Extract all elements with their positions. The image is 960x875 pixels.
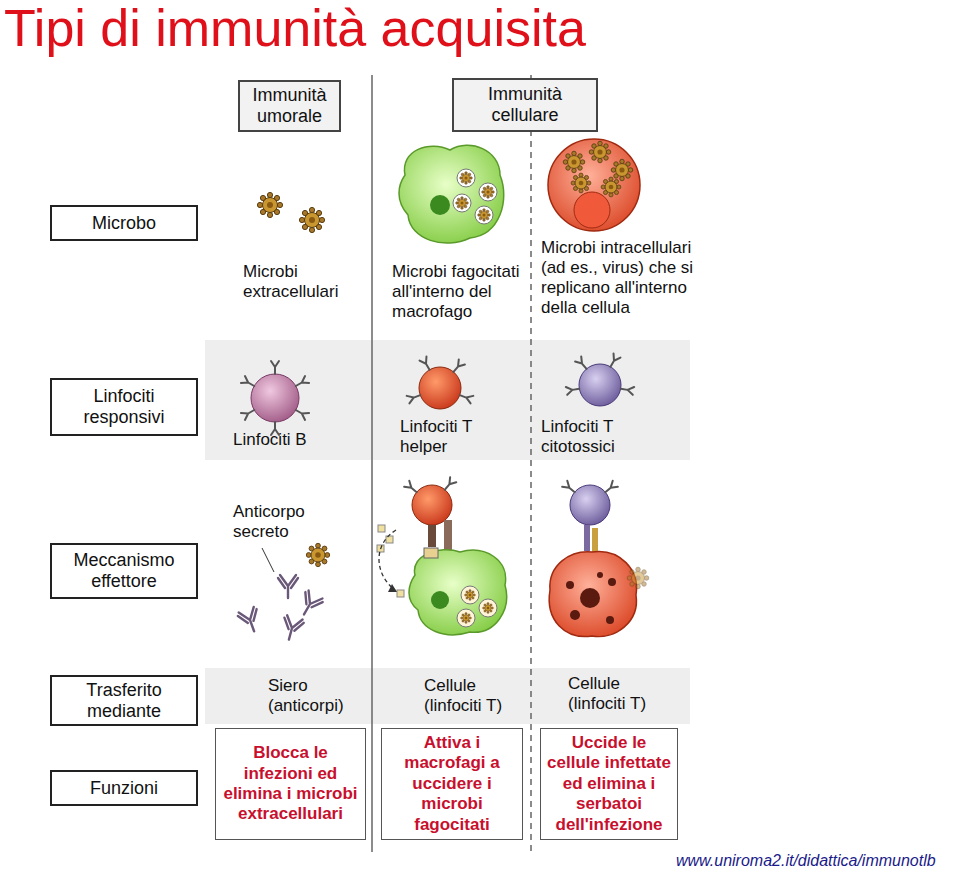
effector-caption: Anticorpo secreto [233,502,333,542]
node-text: Immunità cellulare [459,84,591,125]
column-header: Immunità cellulare [452,78,598,132]
microbe-caption: Microbi extracellulari [243,262,363,302]
function-box: Attiva i macrofagi a uccidere i microbi … [381,728,523,840]
cytotoxic-t-lymphocyte [566,354,634,406]
title: Tipi di immunità acquisita [4,0,586,57]
node-text: Linfociti responsivi [57,386,191,427]
column-header: Immunità umorale [238,80,341,132]
node-text: Funzioni [90,778,158,799]
cytotoxic-t-kills-infected-cell [549,481,649,637]
infected-cell [548,139,640,231]
transfer-caption: Cellule (linfociti T) [568,674,668,714]
node-text: Uccide le cellule infettate ed elimina i… [546,733,672,835]
macrophage [399,145,504,243]
row-label: Meccanismo effettore [50,543,198,599]
row-label: Linfociti responsivi [50,378,198,436]
antibodies [237,543,330,642]
extracellular-microbes [257,192,324,232]
transfer-caption: Siero (anticorpi) [268,676,363,716]
transfer-caption: Cellule (linfociti T) [424,676,524,716]
row-band [205,340,690,724]
node-text: Blocca le infezioni ed elimina i microbi… [221,743,360,825]
node-text: Meccanismo effettore [57,550,191,591]
helper-t-lymphocyte [407,357,474,409]
row-label: Funzioni [50,770,198,806]
microbe-caption: Microbi fagocitati all'interno del macro… [392,262,527,322]
function-box: Uccide le cellule infettate ed elimina i… [540,728,678,840]
microbe-caption: Microbi intracellulari (ad es., virus) c… [541,238,716,318]
row-label: Trasferito mediante [50,675,198,726]
node-text: Attiva i macrofagi a uccidere i microbi … [387,733,517,835]
cell-name: Linfociti B [233,430,353,450]
node-text: Microbo [92,213,156,234]
row-label: Microbo [50,205,198,241]
b-lymphocyte [241,361,309,435]
source-url: www.uniroma2.it/didattica/immunotlb [676,852,936,871]
node-text: Trasferito mediante [57,680,191,721]
column-divider [372,75,531,852]
helper-t-activates-macrophage [377,477,507,635]
cell-name: Linfociti T citotossici [541,417,651,457]
function-box: Blocca le infezioni ed elimina i microbi… [215,728,366,840]
cell-name: Linfociti T helper [400,417,500,457]
node-text: Immunità umorale [245,85,334,126]
